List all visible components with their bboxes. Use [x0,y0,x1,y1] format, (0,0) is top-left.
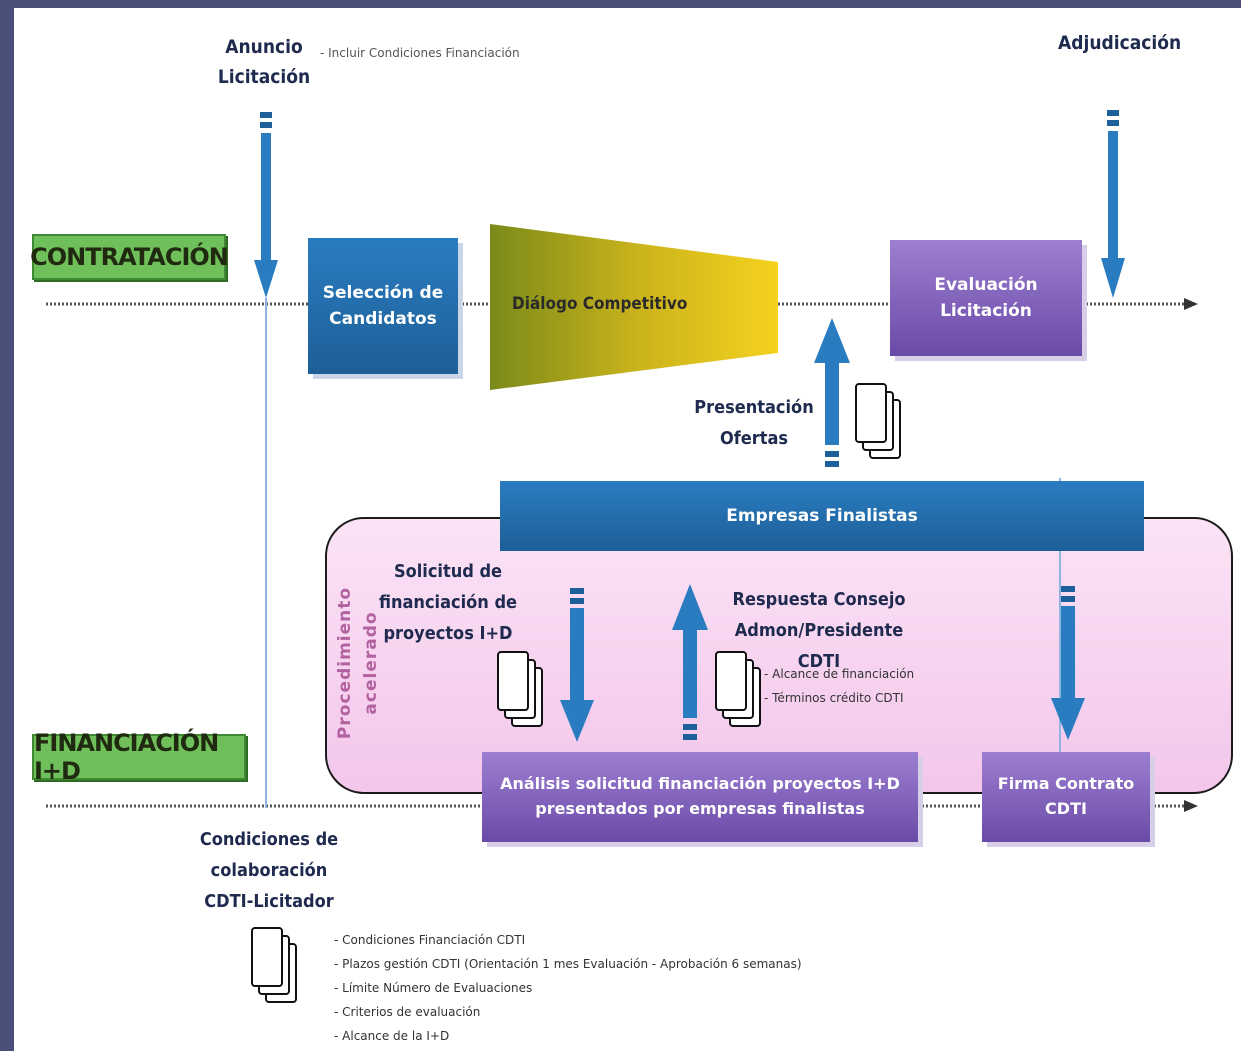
process-diagram: CONTRATACIÓN FINANCIACIÓN I+D Anuncio Li… [14,8,1241,1051]
adjudicacion-label: Adjudicación [1058,32,1182,54]
dialogo-competitivo-shape [490,224,778,390]
condiciones-bullets: - Condiciones Financiación CDTI - Plazos… [334,928,802,1048]
analisis-line1: Análisis solicitud financiación proyecto… [500,774,900,794]
anuncio-line1: Anuncio [225,36,303,58]
respuesta-bullet-1: - Alcance de financiación [764,667,915,681]
condiciones-line1: Condiciones de [199,829,339,850]
respuesta-document-icon [715,651,761,727]
respuesta-bullet-2: - Términos crédito CDTI [764,691,904,705]
condiciones-bullet-3: - Límite Número de Evaluaciones [334,981,533,995]
presentacion-up-arrow [814,318,850,467]
solicitud-down-arrow [560,588,594,742]
lane-financiacion-label: FINANCIACIÓN I+D [32,729,246,785]
diagram-graphics [46,110,1233,1003]
evaluacion-licitacion-box: Evaluación Licitación [890,240,1082,356]
condiciones-bullet-2: - Plazos gestión CDTI (Orientación 1 mes… [334,957,802,971]
firma-contrato-box: Firma Contrato CDTI [982,752,1150,842]
condiciones-colaboracion-label: Condiciones de colaboración CDTI-Licitad… [194,824,344,917]
adjudicacion-down-arrow [1101,110,1125,298]
empresas-finalistas-bar: Empresas Finalistas [500,481,1144,551]
firma-line1: Firma Contrato [997,774,1135,794]
evaluacion-line1: Evaluación [934,274,1038,295]
condiciones-bullet-1: - Condiciones Financiación CDTI [334,933,526,947]
solicitud-financiacion-label: Solicitud de financiación de proyectos I… [374,556,522,649]
analisis-solicitud-box: Análisis solicitud financiación proyecto… [482,752,918,842]
respuesta-bullets: - Alcance de financiación - Términos cré… [764,662,914,710]
solicitud-line3: proyectos I+D [383,623,513,644]
respuesta-up-arrow [672,584,708,740]
condiciones-bullet-4: - Criterios de evaluación [334,1005,481,1019]
anuncio-down-arrow [254,112,278,298]
presentacion-line1: Presentación [694,397,814,418]
respuesta-line1: Respuesta Consejo [732,589,906,610]
condiciones-bullet-5: - Alcance de la I+D [334,1029,450,1043]
evaluacion-line2: Licitación [940,301,1032,321]
seleccion-line2: Candidatos [329,309,437,329]
condiciones-document-icon [251,927,297,1003]
presentacion-ofertas-label: Presentación Ofertas [694,392,814,454]
anuncio-line2: Licitación [217,66,311,88]
seleccion-candidatos-box: Selección de Candidatos [308,238,458,374]
dialogo-competitivo-label: Diálogo Competitivo [512,294,688,314]
condiciones-line2: colaboración [210,860,328,881]
analisis-line2: presentados por empresas finalistas [535,799,865,818]
lane-contratacion-label: CONTRATACIÓN [30,234,229,280]
timeline-contratacion-arrowhead [1184,298,1198,310]
solicitud-document-icon [497,651,543,727]
anuncio-licitacion-label: Anuncio Licitación [214,32,314,92]
seleccion-line1: Selección de [322,282,444,303]
timeline-financiacion-arrowhead [1184,800,1198,812]
respuesta-line2: Admon/Presidente CDTI [734,620,904,672]
presentacion-line2: Ofertas [719,428,789,449]
respuesta-consejo-label: Respuesta Consejo Admon/Presidente CDTI [714,584,924,677]
presentacion-document-icon [855,383,901,459]
procedimiento-line1: Procedimiento [335,586,355,740]
condiciones-line3: CDTI-Licitador [204,891,334,912]
solicitud-line2: financiación de [378,592,518,613]
solicitud-line1: Solicitud de [393,561,503,582]
firma-down-arrow [1051,586,1085,740]
firma-line2: CDTI [1045,799,1087,818]
anuncio-note: - Incluir Condiciones Financiación [320,46,520,60]
